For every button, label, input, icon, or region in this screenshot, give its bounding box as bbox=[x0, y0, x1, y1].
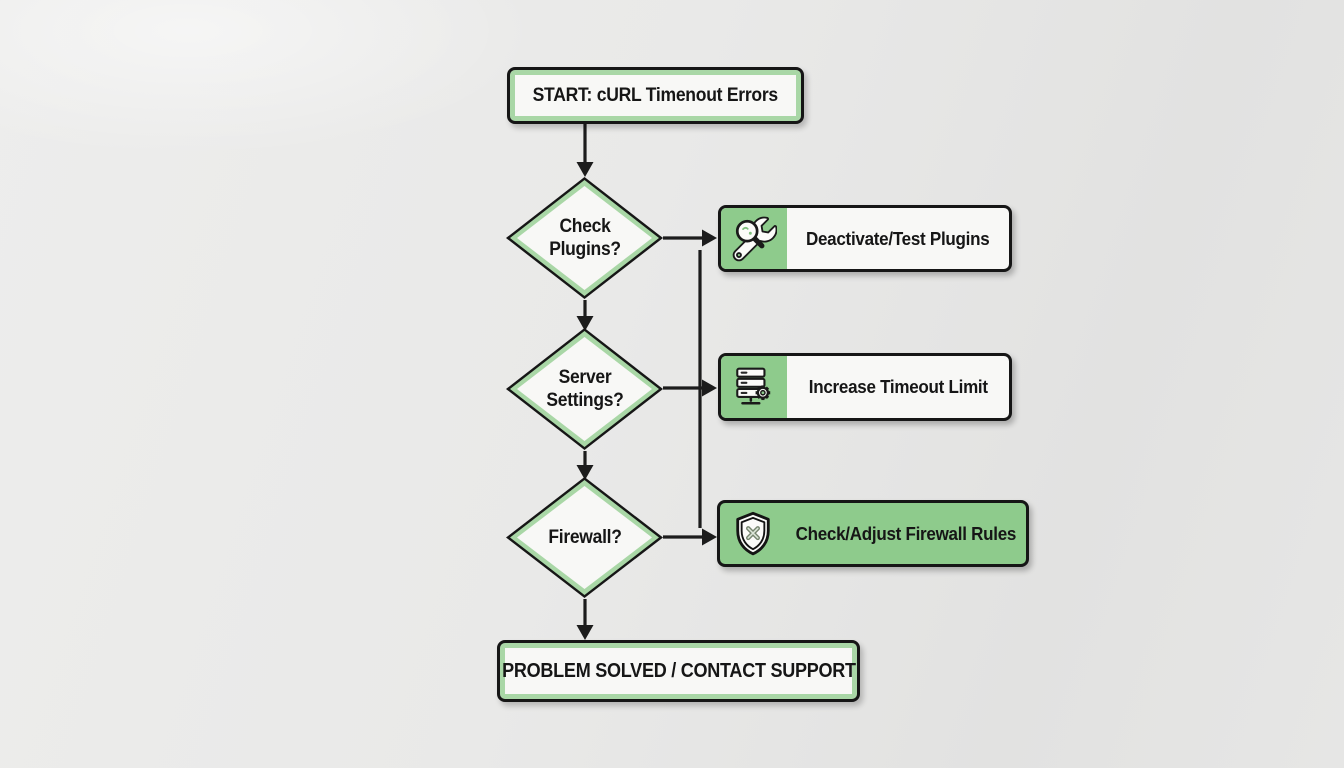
server-gear-icon bbox=[736, 367, 771, 405]
action-check-firewall-label: Check/Adjust Firewall Rules bbox=[795, 522, 1017, 544]
action-deactivate-plugins-label: Deactivate/Test Plugins bbox=[806, 227, 990, 249]
decision-firewall-label: Firewall? bbox=[547, 526, 622, 548]
start-node-label: START: cURL Timenout Errors bbox=[532, 84, 779, 106]
action-deactivate-plugins: Deactivate/Test Plugins bbox=[718, 205, 1012, 272]
action-increase-timeout: Increase Timeout Limit bbox=[718, 353, 1012, 421]
decision-server-settings-label: Server Settings? bbox=[545, 366, 624, 411]
decision-firewall: Firewall? bbox=[506, 477, 663, 598]
magnifier-wrench-icon bbox=[732, 216, 777, 261]
start-node: START: cURL Timenout Errors bbox=[507, 67, 804, 124]
decision-server-settings: Server Settings? bbox=[506, 328, 663, 450]
action-check-firewall: Check/Adjust Firewall Rules bbox=[717, 500, 1029, 567]
decision-check-plugins: Check Plugins? bbox=[506, 177, 663, 299]
end-node: PROBLEM SOLVED / CONTACT SUPPORT bbox=[497, 640, 860, 702]
shield-x-icon bbox=[736, 511, 770, 555]
end-node-label: PROBLEM SOLVED / CONTACT SUPPORT bbox=[501, 659, 856, 682]
action-increase-timeout-label: Increase Timeout Limit bbox=[808, 376, 988, 397]
decision-check-plugins-label: Check Plugins? bbox=[548, 215, 621, 260]
